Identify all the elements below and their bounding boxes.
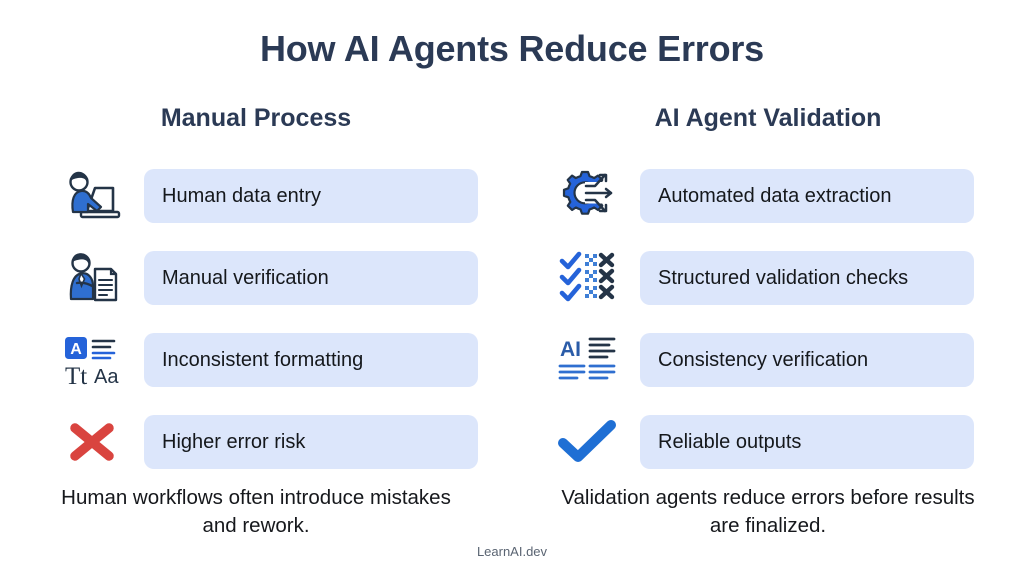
list-item[interactable]: AI bbox=[512, 319, 1024, 401]
list-item-label: Higher error risk bbox=[144, 415, 478, 469]
manual-process-list: Human data entry bbox=[0, 155, 512, 483]
list-item[interactable]: A Tt Aa bbox=[0, 319, 512, 401]
caption-ai: Validation agents reduce errors before r… bbox=[561, 486, 975, 537]
list-item-label: Inconsistent formatting bbox=[144, 333, 478, 387]
column-heading-ai: AI Agent Validation bbox=[654, 104, 882, 132]
checklist-validation-icon bbox=[552, 247, 624, 309]
list-item-label: Manual verification bbox=[144, 251, 478, 305]
list-item[interactable]: Manual verification bbox=[0, 237, 512, 319]
blue-checkmark-icon bbox=[552, 411, 624, 473]
column-manual-process: Manual Process bbox=[0, 104, 512, 483]
ai-document-lines-icon: AI bbox=[552, 329, 624, 391]
person-laptop-icon bbox=[56, 165, 128, 227]
column-heading-manual: Manual Process bbox=[160, 104, 352, 132]
list-item[interactable]: Reliable outputs bbox=[512, 401, 1024, 483]
caption-manual: Human workflows often introduce mistakes… bbox=[61, 486, 451, 537]
list-item-label: Consistency verification bbox=[640, 333, 974, 387]
captions-row: Human workflows often introduce mistakes… bbox=[0, 484, 1024, 539]
person-document-review-icon bbox=[56, 247, 128, 309]
page-title: How AI Agents Reduce Errors bbox=[259, 28, 765, 69]
footer-brand: LearnAI.dev bbox=[476, 544, 548, 559]
svg-text:AI: AI bbox=[560, 338, 581, 361]
list-item-label: Reliable outputs bbox=[640, 415, 974, 469]
svg-text:Tt: Tt bbox=[65, 363, 87, 388]
typography-formatting-icon: A Tt Aa bbox=[56, 329, 128, 391]
list-item[interactable]: Automated data extraction bbox=[512, 155, 1024, 237]
list-item-label: Automated data extraction bbox=[640, 169, 974, 223]
ai-validation-list: Automated data extraction bbox=[512, 155, 1024, 483]
svg-text:Aa: Aa bbox=[94, 366, 119, 388]
list-item-label: Human data entry bbox=[144, 169, 478, 223]
gear-arrows-automation-icon bbox=[552, 165, 624, 227]
list-item-label: Structured validation checks bbox=[640, 251, 974, 305]
svg-text:A: A bbox=[70, 341, 82, 358]
red-cross-icon bbox=[56, 411, 128, 473]
list-item[interactable]: Human data entry bbox=[0, 155, 512, 237]
list-item[interactable]: Higher error risk bbox=[0, 401, 512, 483]
comparison-columns: Manual Process bbox=[0, 104, 1024, 483]
column-ai-agent-validation: AI Agent Validation bbox=[512, 104, 1024, 483]
list-item[interactable]: Structured validation checks bbox=[512, 237, 1024, 319]
